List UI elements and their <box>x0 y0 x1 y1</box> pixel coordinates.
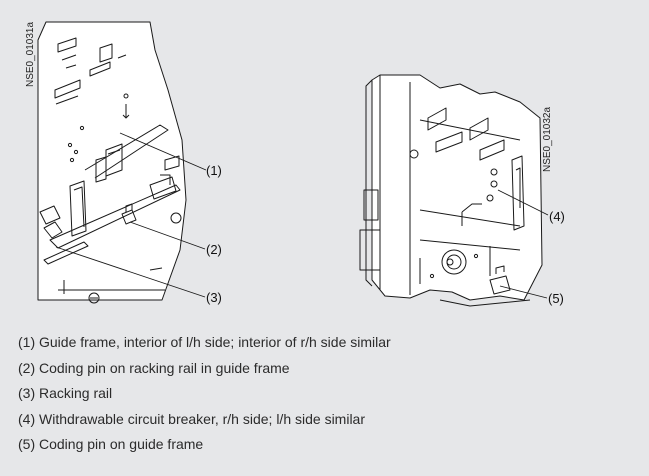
guide-frame-drawing <box>37 21 187 304</box>
legend-item-4: (4) Withdrawable circuit breaker, r/h si… <box>18 410 366 427</box>
callout-3: (3) <box>206 290 222 305</box>
legend-item-5: (5) Coding pin on guide frame <box>18 436 204 452</box>
callout-2: (2) <box>206 242 222 257</box>
circuit-breaker-drawing <box>359 74 543 307</box>
legend-item-1: (1) Guide frame, interior of l/h side; i… <box>18 334 391 350</box>
legend-item-2: (2) Coding pin on racking rail in guide … <box>18 359 290 376</box>
legend-item-3: (3) Racking rail <box>18 385 113 401</box>
left-leaders <box>55 132 207 298</box>
right-image-code: NSE0_01032a <box>542 107 553 172</box>
callout-5: (5) <box>548 291 564 306</box>
right-leaders <box>497 189 549 299</box>
left-image-code: NSE0_01031a <box>25 22 36 87</box>
callout-4: (4) <box>549 209 565 224</box>
legend-list: (1) Guide frame, interior of l/h side; i… <box>18 330 638 458</box>
callout-1: (1) <box>206 163 222 178</box>
figure-illustrations: NSE0_01031a NSE0_01032a <box>25 21 565 307</box>
